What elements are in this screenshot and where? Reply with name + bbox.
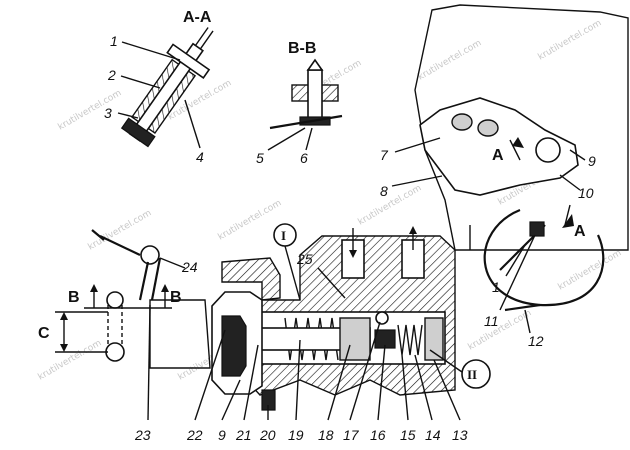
lever-arm [99,235,141,256]
lever-plate [149,299,211,369]
regulator-cross-section: I II 25 22 9 21 20 19 18 17 16 15 14 13 [186,223,491,443]
label-5: 5 [256,150,264,166]
watermark-text: krutilvertel.com [417,38,484,82]
label-6: 6 [300,150,308,166]
section-b-marker-right: B [170,289,182,306]
watermark-text: krutilvertel.com [557,248,624,292]
section-bb-view: B-B 5 6 [256,40,343,166]
label-23: 23 [134,427,151,443]
section-aa-title: A-A [183,9,212,26]
watermark-text: krutilvertel.com [467,308,534,352]
label-17: 17 [343,427,360,443]
label-1-right: 1 [492,279,500,295]
label-12: 12 [528,333,544,349]
watermark-text: krutilvertel.com [357,183,424,227]
bolt-reference-bottom [105,342,125,362]
label-9-bottom: 9 [218,427,226,443]
roman-marker-ii-circle [461,359,491,389]
section-b-marker-left: B [68,289,80,306]
end-plug [424,317,444,361]
label-2: 2 [107,67,116,83]
watermark-text: krutilvertel.com [57,88,124,132]
label-16: 16 [370,427,386,443]
lever-shaft [138,261,150,301]
label-15: 15 [400,427,416,443]
bolt-reference-top [106,291,124,309]
label-21: 21 [235,427,252,443]
axle-mounting-view: A A 7 8 9 10 1 11 12 [380,4,629,349]
link-clamp [529,221,545,237]
valve-ball [375,311,389,325]
label-11: 11 [484,313,499,329]
section-a-marker-top: A [492,147,504,164]
label-18: 18 [318,427,334,443]
piston-head [339,317,371,361]
roman-marker-i: I [281,228,286,243]
label-24: 24 [181,259,198,275]
label-10: 10 [578,185,594,201]
section-aa-view: A-A 1 2 3 4 [104,9,214,165]
lever-adjustment-view: B B C 24 23 [38,229,211,443]
label-22: 22 [186,427,203,443]
label-8: 8 [380,183,388,199]
boot-cap [221,315,247,377]
bolt-plate [166,43,211,79]
lever-pivot [140,245,160,265]
label-13: 13 [452,427,468,443]
roman-marker-ii: II [467,367,477,382]
regulator-mount-eye [535,137,561,163]
regulator-port-2 [477,119,499,137]
dimension-c-label: C [38,325,50,342]
label-1-aa: 1 [110,33,118,49]
section-bb-title: B-B [288,40,316,57]
label-4: 4 [196,149,204,165]
label-9-top: 9 [588,153,596,169]
vehicle-body-outline [414,4,629,251]
watermark-text: krutilvertel.com [37,338,104,382]
label-19: 19 [288,427,304,443]
bolt-head [120,117,156,148]
watermark-text: krutilvertel.com [537,18,604,62]
mounting-bracket [221,257,281,301]
bb-bolt [307,69,323,121]
label-3: 3 [104,105,112,121]
label-20: 20 [259,427,276,443]
label-14: 14 [425,427,441,443]
label-7: 7 [380,147,389,163]
section-a-marker-bottom: A [574,223,586,240]
label-25: 25 [296,251,313,267]
regulator-port-1 [451,113,473,131]
